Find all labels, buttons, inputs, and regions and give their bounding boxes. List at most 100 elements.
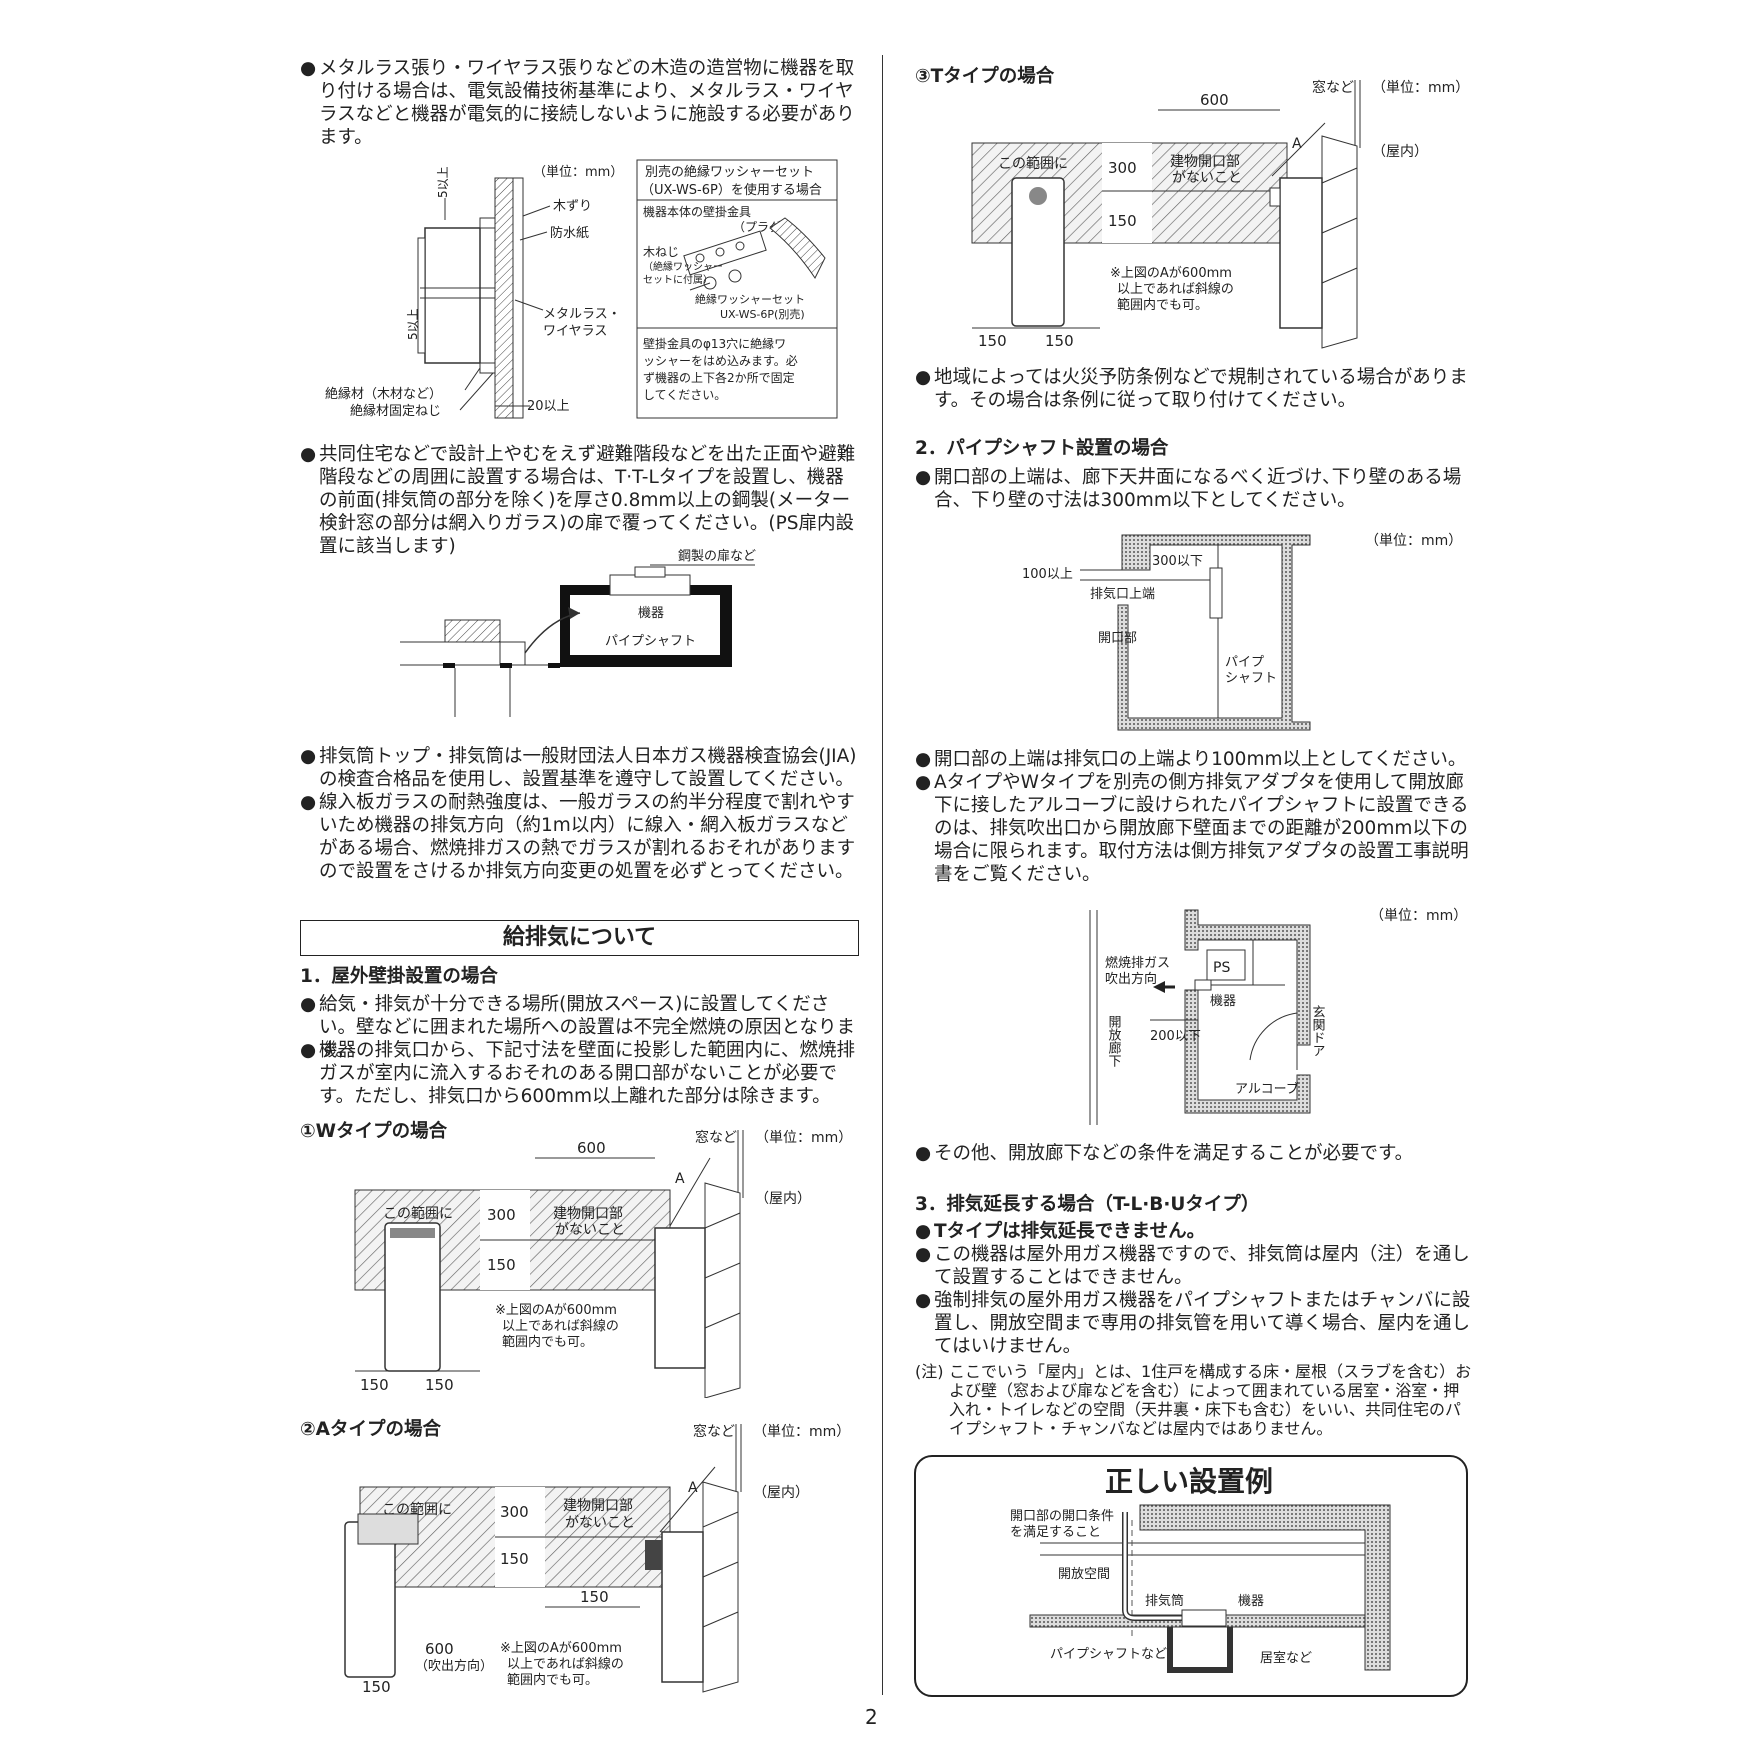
heading-w-type: ①Wタイプの場合 [300, 1121, 448, 1142]
dim-300: 300 [1108, 159, 1137, 177]
heading-t-type: ③Tタイプの場合 [915, 66, 1055, 87]
label-kaikou1: 建物開口部 [563, 1498, 633, 1514]
label-indoor: （屋内） [1372, 144, 1428, 160]
correct-example-title: 正しい設置例 [1104, 1465, 1273, 1498]
label-mokuneji-note1: （絶縁ワッシャー [643, 260, 723, 273]
note-line2: 以上であれば斜線の [1117, 281, 1234, 297]
label-opening: 開口部 [1098, 631, 1137, 646]
label-window: 窓など [695, 1129, 737, 1146]
label-kaikou1: 建物開口部 [553, 1206, 623, 1222]
label-fukide: （吹出方向） [415, 1658, 493, 1674]
dim-600: 600 [425, 1640, 454, 1658]
dim-150b: 150 [362, 1678, 391, 1696]
label-entrance-door: 玄関ドア [1310, 1005, 1326, 1057]
bullet-open-space: ●給気・排気が十分できる場所(開放スペース)に設置してください。壁などに囲まれた… [300, 993, 865, 1062]
dim-100: 100以上 [1022, 567, 1073, 582]
label-hanni: この範囲に [383, 1205, 453, 1222]
unit-label: （単位：mm） [755, 1130, 852, 1146]
dim-300: 300 [487, 1206, 516, 1224]
label-room: 居室など [1260, 1650, 1312, 1666]
note-line2: 以上であれば斜線の [502, 1318, 619, 1334]
correct-example-box [914, 1455, 1468, 1697]
label-washer1: 絶縁ワッシャーセット [695, 292, 805, 306]
label-exhaust2: 吹出方向 [1105, 971, 1157, 987]
dim-150a: 150 [978, 332, 1007, 350]
bullet-text: 地域によっては火災予防条例などで規制されている場合があります。その場合は条例に従… [934, 367, 1468, 411]
label-mokuzuri: 木ずり [553, 199, 592, 214]
heading-a-type: ②Aタイプの場合 [300, 1419, 441, 1440]
label-washer2: UX-WS-6P(別売) [720, 308, 805, 321]
dim-150v: 150 [487, 1256, 516, 1274]
dim-150b: 150 [1045, 332, 1074, 350]
washer-note2: ッシャーをはめ込みます。必 [643, 354, 798, 368]
dim-300: 300 [500, 1503, 529, 1521]
label-unit: 機器 [638, 606, 664, 621]
label-unit: 機器 [1238, 1594, 1264, 1609]
bullet-100mm: ●開口部の上端は排気口の上端より100mm以上としてください。 [915, 748, 1475, 771]
label-kaikou2: がないこと [555, 1222, 625, 1238]
bullet-text: その他、開放廊下などの条件を満足することが必要です。 [934, 1143, 1414, 1164]
bullet-metal-lath: ●メタルラス張り・ワイヤラス張りなどの木造の造営物に機器を取り付ける場合は、電気… [300, 57, 860, 149]
washer-note3: ず機器の上下各2か所で固定 [643, 370, 795, 385]
figure-alcove: （単位：mm） PS 燃焼排ガス 吹出方向 機器 開放廊下 200以下 玄関ドア… [1089, 908, 1467, 1125]
bullet-fire-code: ●地域によっては火災予防条例などで規制されている場合があります。その場合は条例に… [915, 366, 1475, 412]
label-pipe1: パイプ [1225, 655, 1264, 670]
bullet-text: 排気筒トップ・排気筒は一般財団法人日本ガス機器検査協会(JIA)の検査合格品を使… [319, 746, 857, 790]
bullet-text: 強制排気の屋外用ガス機器をパイプシャフトまたはチャンバに設置し、開放空間まで専用… [934, 1290, 1471, 1357]
note-line1: ※上図のAが600mm [1110, 266, 1232, 281]
page-number: 2 [865, 1705, 878, 1729]
label-exhaust1: 燃焼排ガス [1105, 955, 1170, 971]
bullet-text: 機器の排気口から、下記寸法を壁面に投影した範囲内に、燃焼排ガスが室内に流入するお… [319, 1040, 855, 1107]
heading-pipe-shaft: 2．パイプシャフト設置の場合 [915, 438, 1169, 459]
unit-label: （単位：mm） [1365, 533, 1462, 549]
label-cond1: 開口部の開口条件 [1010, 1508, 1114, 1524]
note-line3: 範囲内でも可。 [502, 1334, 593, 1350]
bullet-text: 開口部の上端は排気口の上端より100mm以上としてください。 [934, 749, 1467, 770]
label-mokuneji-note2: セットに付属） [643, 273, 713, 286]
dim-side: 5以上 [406, 308, 420, 340]
dim-600: 600 [1200, 91, 1229, 109]
label-corridor: 開放廊下 [1106, 1015, 1122, 1067]
label-pipeshaft: パイプシャフト [605, 634, 696, 649]
label-zetsuen: 絶縁材（木材など） [325, 386, 442, 402]
bullet-text: AタイプやWタイプを別売の側方排気アダプタを使用して開放廊下に接したアルコーブに… [934, 772, 1469, 885]
dim-150a: 150 [360, 1376, 389, 1394]
label-kaikou2: がないこと [565, 1515, 635, 1531]
bullet-forced-exhaust: ●強制排気の屋外用ガス機器をパイプシャフトまたはチャンバに設置し、開放空間まで専… [915, 1289, 1475, 1358]
bullet-jia: ●排気筒トップ・排気筒は一般財団法人日本ガス機器検査協会(JIA)の検査合格品を… [300, 745, 860, 791]
bullet-wired-glass: ●線入板ガラスの耐熱強度は、一般ガラスの約半分程度で割れやすいため機器の排気方向… [300, 791, 860, 883]
label-indoor: （屋内） [755, 1191, 811, 1207]
washer-note4: してください。 [643, 388, 726, 402]
washer-note1: 壁掛金具のφ13穴に絶縁ワ [643, 336, 786, 351]
figure-a-type: 窓など （単位：mm） （屋内） この範囲に 300 150 建物開口部 がない… [344, 1423, 850, 1696]
dim-600: 600 [577, 1139, 606, 1157]
label-wireras: ワイヤラス [543, 324, 607, 339]
figure-correct-example: 開口部の開口条件 を満足すること 開放空間 排気筒 機器 パイプシャフトなど 居… [1010, 1504, 1391, 1673]
figure-metal-lath: （単位：mm） 5以上 5以上 木ずり 防水紙 メタルラス・ ワイヤラス 絶縁材… [325, 159, 838, 419]
unit-label: （単位：mm） [533, 164, 623, 180]
label-kaikou2: がないこと [1172, 170, 1242, 186]
note-line2: 以上であれば斜線の [507, 1656, 624, 1672]
bullet-text: 給気・排気が十分できる場所(開放スペース)に設置してください。壁などに囲まれた場… [319, 994, 855, 1061]
label-hanni: この範囲に [998, 155, 1068, 172]
dim-20: 20以上 [527, 399, 570, 414]
bullet-other-conditions: ●その他、開放廊下などの条件を満足することが必要です。 [915, 1142, 1475, 1165]
unit-box [424, 227, 481, 364]
bullet-text: メタルラス張り・ワイヤラス張りなどの木造の造営物に機器を取り付ける場合は、電気設… [319, 58, 855, 148]
label-indoor: （屋内） [753, 1485, 809, 1501]
dim-150v: 150 [1108, 212, 1137, 230]
label-window: 窓など [693, 1423, 735, 1440]
dim-150h: 150 [580, 1588, 609, 1606]
washer-box [636, 159, 838, 419]
figure-ps-door: 鋼製の扉など 機器 パイプシャフト [400, 548, 756, 717]
dim-300: 300以下 [1152, 554, 1203, 569]
washer-box-sub: 機器本体の壁掛金具 [643, 204, 751, 219]
label-pipe2: シャフト [1225, 671, 1277, 686]
bullet-t-no-extension: ●Tタイプは排気延長できません。 [915, 1220, 1475, 1243]
note-line1: ※上図のAが600mm [500, 1641, 622, 1656]
heading-exhaust-extension: 3．排気延長する場合（T-L·B·Uタイプ） [915, 1194, 1260, 1215]
footnote: (注) ここでいう「屋内」とは、1住戸を構成する床・屋根（スラブを含む）および壁… [915, 1362, 1475, 1438]
label-metalras: メタルラス・ [543, 307, 621, 322]
washer-box-title2: （UX-WS-6P）を使用する場合 [641, 182, 822, 198]
bullet-text: 開口部の上端は、廊下天井面になるべく近づけ､下り壁のある場合、下り壁の寸法は30… [934, 467, 1462, 511]
